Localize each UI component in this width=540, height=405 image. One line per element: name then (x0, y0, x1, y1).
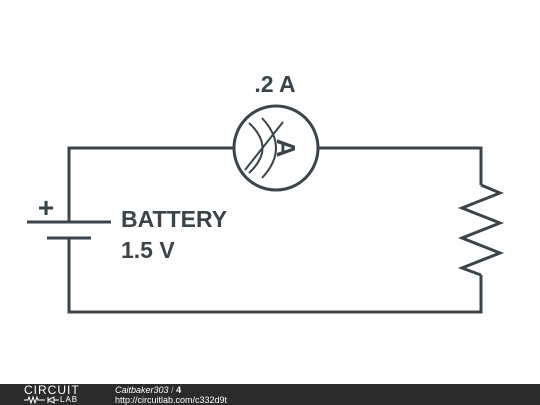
battery-label: BATTERY (121, 206, 227, 232)
battery-voltage: 1.5 V (121, 237, 175, 263)
footer-bar: CIRCUIT LAB Caitbaker303 / 4 http://circ… (0, 384, 540, 405)
circuit-url-link[interactable]: http://circuitlab.com/c332d9t (115, 395, 228, 405)
logo-text-circuit: CIRCUIT (24, 383, 80, 397)
meta-separator: / (171, 385, 174, 395)
logo-wave-icon (24, 395, 59, 404)
wire-right-bottom (67, 238, 483, 314)
resistor (457, 183, 505, 277)
circuit-schematic: + A .2 A BATTERY 1.5 V (27, 71, 505, 314)
battery-plus-sign: + (38, 192, 54, 223)
ammeter-symbol: A (271, 139, 301, 158)
ammeter-reading: .2 A (254, 71, 295, 97)
ammeter-dial-arc (261, 117, 277, 179)
circuitlab-logo[interactable]: CIRCUIT LAB (10, 384, 105, 405)
wire-left-top (67, 146, 234, 222)
wire-top-right (318, 146, 483, 185)
logo-text-lab: LAB (60, 395, 79, 404)
ammeter-body (232, 104, 320, 192)
ammeter (232, 104, 320, 192)
circuit-meta: Caitbaker303 / 4 http://circuitlab.com/c… (115, 385, 227, 405)
author-name[interactable]: Caitbaker303 (115, 385, 169, 395)
circuit-count: 4 (176, 385, 182, 395)
ammeter-needle (244, 121, 284, 171)
ammeter-dial-arc (248, 122, 264, 174)
